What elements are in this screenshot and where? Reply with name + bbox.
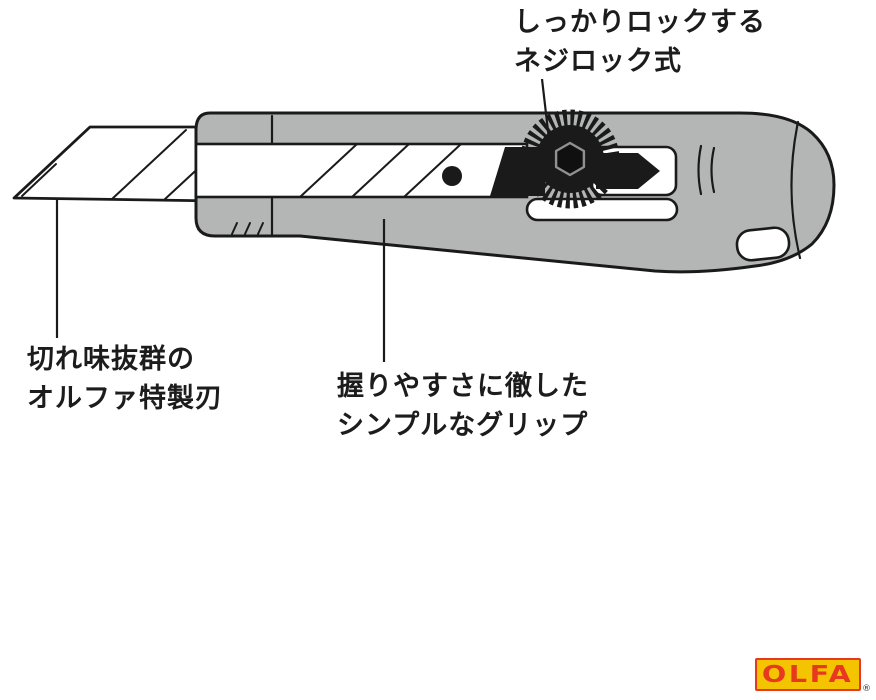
blade-graphic [12,125,222,203]
annotation-grip-line2: シンプルなグリップ [337,410,589,441]
ratchet-lock-dial [520,109,620,209]
annotation-grip: 握りやすさに徹した シンプルなグリップ [337,367,589,445]
annotation-blade-line1: 切れ味抜群の [27,344,195,375]
blade-slider [490,147,545,196]
slider-slot [525,197,679,222]
lanyard-hole [735,226,791,262]
leader-line-lock [540,78,552,149]
olfa-logo-text: OLFA [762,661,854,688]
body-graphic [194,111,836,274]
annotation-blade-line2: オルファ特製刃 [27,383,223,414]
annotation-blade: 切れ味抜群の オルファ特製刃 [27,340,223,418]
annotation-grip-line1: 握りやすさに徹した [337,371,589,402]
hex-hole [554,141,586,177]
registered-trademark-symbol: ® [862,684,871,694]
olfa-logo-box: OLFA [755,658,861,691]
pivot-pin [442,166,462,186]
annotation-lock-line2: ネジロック式 [514,46,682,77]
annotation-lock-line1: しっかりロックする [514,7,766,38]
annotation-lock: しっかりロックする ネジロック式 [514,3,766,81]
olfa-logo: OLFA ® [755,658,871,694]
